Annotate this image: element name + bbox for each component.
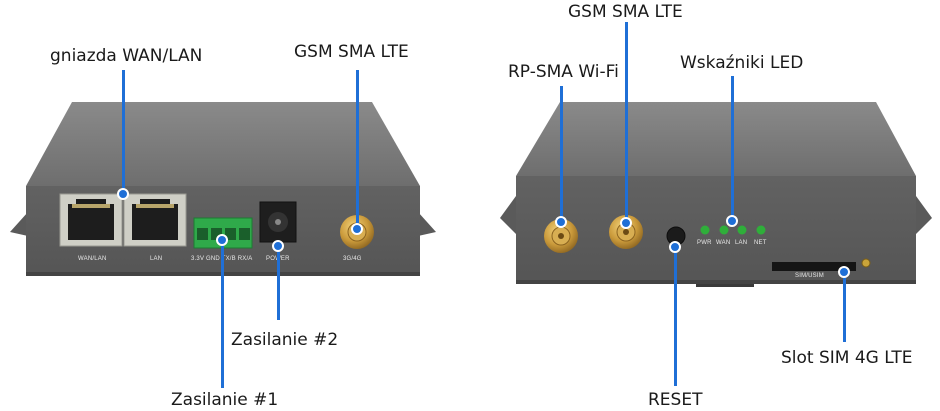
callout-sim: Slot SIM 4G LTE bbox=[781, 348, 913, 368]
led-label-pwr: PWR bbox=[697, 240, 712, 246]
led-net bbox=[756, 225, 766, 235]
callout-led: Wskaźniki LED bbox=[680, 53, 804, 73]
leader-sim bbox=[843, 272, 846, 342]
led-label-wan: WAN bbox=[716, 240, 731, 246]
rj45-port-wan bbox=[59, 193, 123, 247]
led-lan bbox=[737, 225, 747, 235]
leader-dot-sim bbox=[838, 266, 850, 278]
leader-power-1 bbox=[221, 240, 224, 388]
leader-dot-power-1 bbox=[216, 234, 228, 246]
leader-led bbox=[731, 76, 734, 222]
leader-rp-sma bbox=[560, 86, 563, 226]
leader-reset bbox=[674, 246, 677, 386]
port-label-lan: LAN bbox=[150, 256, 163, 262]
router-case-top bbox=[26, 102, 420, 186]
leader-dot-power-2 bbox=[272, 240, 284, 252]
led-label-net: NET bbox=[754, 240, 767, 246]
antenna-label: 3G/4G bbox=[343, 256, 362, 262]
callout-power-2: Zasilanie #2 bbox=[231, 330, 339, 350]
leader-power-2 bbox=[277, 246, 280, 320]
leader-dot-led bbox=[726, 215, 738, 227]
sma-connector-right bbox=[609, 215, 643, 249]
leader-dot-gsm-left bbox=[351, 223, 363, 235]
dc-power-jack bbox=[259, 201, 297, 243]
callout-gsm-right: GSM SMA LTE bbox=[568, 2, 683, 22]
router-case-top-rear bbox=[516, 102, 916, 176]
leader-wan-lan bbox=[122, 70, 125, 194]
port-label-wan: WAN/LAN bbox=[78, 256, 107, 262]
leader-dot-wan-lan bbox=[117, 188, 129, 200]
callout-wan-lan: gniazda WAN/LAN bbox=[50, 46, 203, 66]
leader-dot-rp-sma bbox=[555, 216, 567, 228]
sim-label: SIM/USIM bbox=[795, 273, 824, 279]
callout-gsm-left: GSM SMA LTE bbox=[294, 42, 409, 62]
leader-gsm-left bbox=[356, 70, 359, 230]
leader-gsm-right bbox=[625, 22, 628, 224]
rj45-port-lan bbox=[123, 193, 187, 247]
callout-power-1: Zasilanie #1 bbox=[171, 390, 279, 410]
led-pwr bbox=[700, 225, 710, 235]
leader-dot-reset bbox=[669, 241, 681, 253]
callout-reset: RESET bbox=[648, 390, 703, 410]
led-wan bbox=[719, 225, 729, 235]
callout-rp-sma: RP-SMA Wi-Fi bbox=[508, 62, 619, 82]
sim-slot bbox=[772, 262, 856, 271]
leader-dot-gsm-right bbox=[620, 217, 632, 229]
rp-sma-wifi-connector bbox=[544, 219, 578, 253]
led-label-lan: LAN bbox=[735, 240, 748, 246]
